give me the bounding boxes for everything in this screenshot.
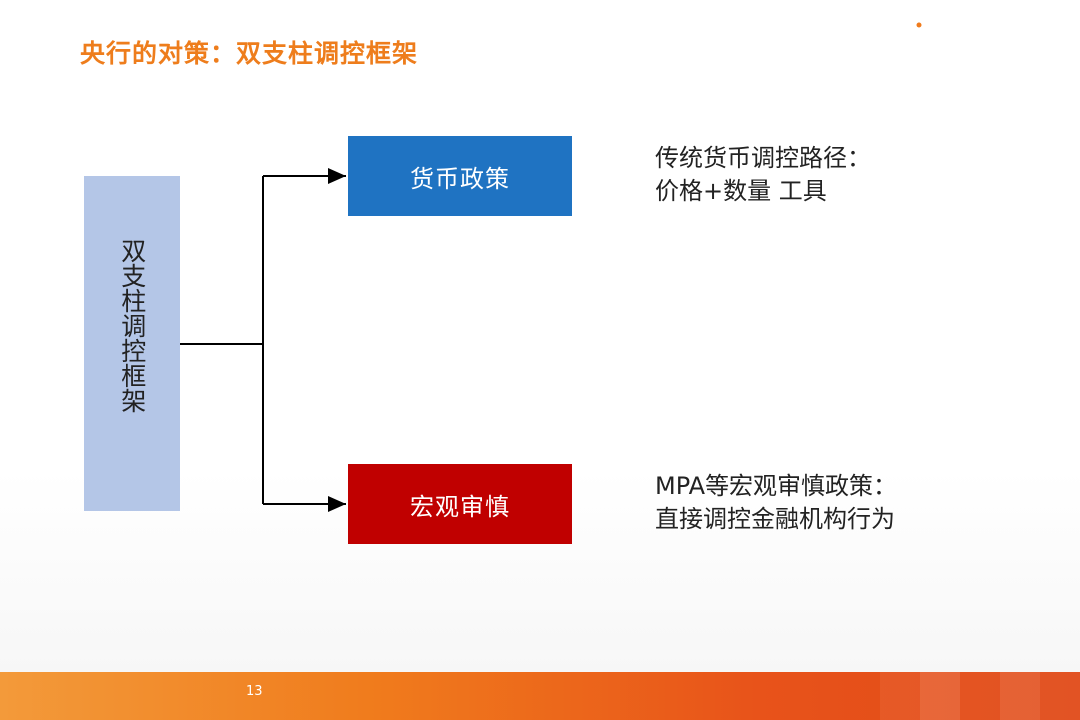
brand-name: 天风证券 [936, 13, 984, 26]
macroprudential-description: MPA等宏观审慎政策： 直接调控金融机构行为 [655, 470, 897, 536]
slide-title: 央行的对策：双支柱调控框架 [80, 39, 419, 68]
macroprudential-label: 宏观审慎 [410, 492, 510, 521]
connector-lines [180, 168, 346, 512]
slide-background [0, 0, 1080, 672]
root-node-label: 双支柱调控框架 [117, 238, 147, 413]
brand-tagline: (天风证券股份有限公司) [936, 29, 1001, 36]
flower-logo-icon [908, 13, 930, 36]
description-line: MPA等宏观审慎政策： [655, 472, 898, 500]
description-line: 传统货币调控路径： [655, 144, 871, 172]
monetary-policy-node: 货币政策 [348, 136, 572, 216]
monetary-policy-label: 货币政策 [410, 164, 510, 193]
macroprudential-node: 宏观审慎 [348, 464, 572, 544]
footer-decoration [880, 672, 1080, 720]
monetary-policy-description: 传统货币调控路径： 价格+数量 工具 [655, 142, 871, 208]
root-node: 双支柱调控框架 [84, 176, 180, 511]
description-line: 直接调控金融机构行为 [655, 505, 895, 533]
page-number: 13 [246, 684, 263, 699]
footer-bar: 13 [0, 672, 1080, 720]
brand-logo: 天风证券 (天风证券股份有限公司) [906, 7, 1036, 43]
description-line: 价格+数量 工具 [655, 177, 827, 205]
